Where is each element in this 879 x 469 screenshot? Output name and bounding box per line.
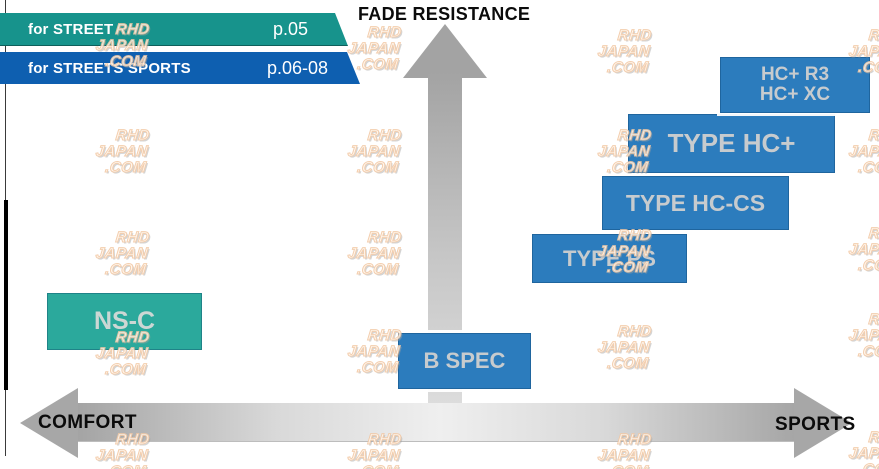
product-box-type-hc-plus: TYPE HC+ [628,114,835,173]
product-label: NS-C [93,307,156,336]
product-box-type-ps: TYPE PS [532,234,687,283]
up-arrow-icon [403,24,487,78]
ribbon-street-label: for STREET [28,20,114,38]
product-label: TYPE HC+ [667,127,796,158]
ribbon-street-sports-page-ref: p.06-08 [266,57,328,78]
x-axis-label-sports: SPORTS [775,414,856,435]
ribbon-street-page-ref: p.05 [272,18,308,39]
product-label: HC+ XC [759,84,831,105]
product-box-b-spec: B SPEC [398,333,531,389]
product-label: TYPE HC-CS [625,189,766,216]
x-axis-label-comfort: COMFORT [38,412,137,433]
product-label: TYPE PS [563,245,656,271]
horizontal-axis-arrow-shaft [70,403,810,442]
product-label: B SPEC [423,348,506,374]
product-label: HC+ R3 [760,64,830,86]
y-axis-title: FADE RESISTANCE [358,4,531,24]
ribbon-for-street-sports: for STREETS SPORTS p.06-08 [0,52,360,84]
product-box-ns-c: NS-C [47,293,202,350]
product-box-type-hc-cs: TYPE HC-CS [602,176,789,230]
product-box-hc-plus-r3-xc: HC+ R3 HC+ XC [720,57,870,113]
page-edge-line-thick [4,200,8,390]
ribbon-street-sports-label: for STREETS SPORTS [28,59,191,77]
ribbon-for-street: for STREET p.05 [0,13,348,46]
